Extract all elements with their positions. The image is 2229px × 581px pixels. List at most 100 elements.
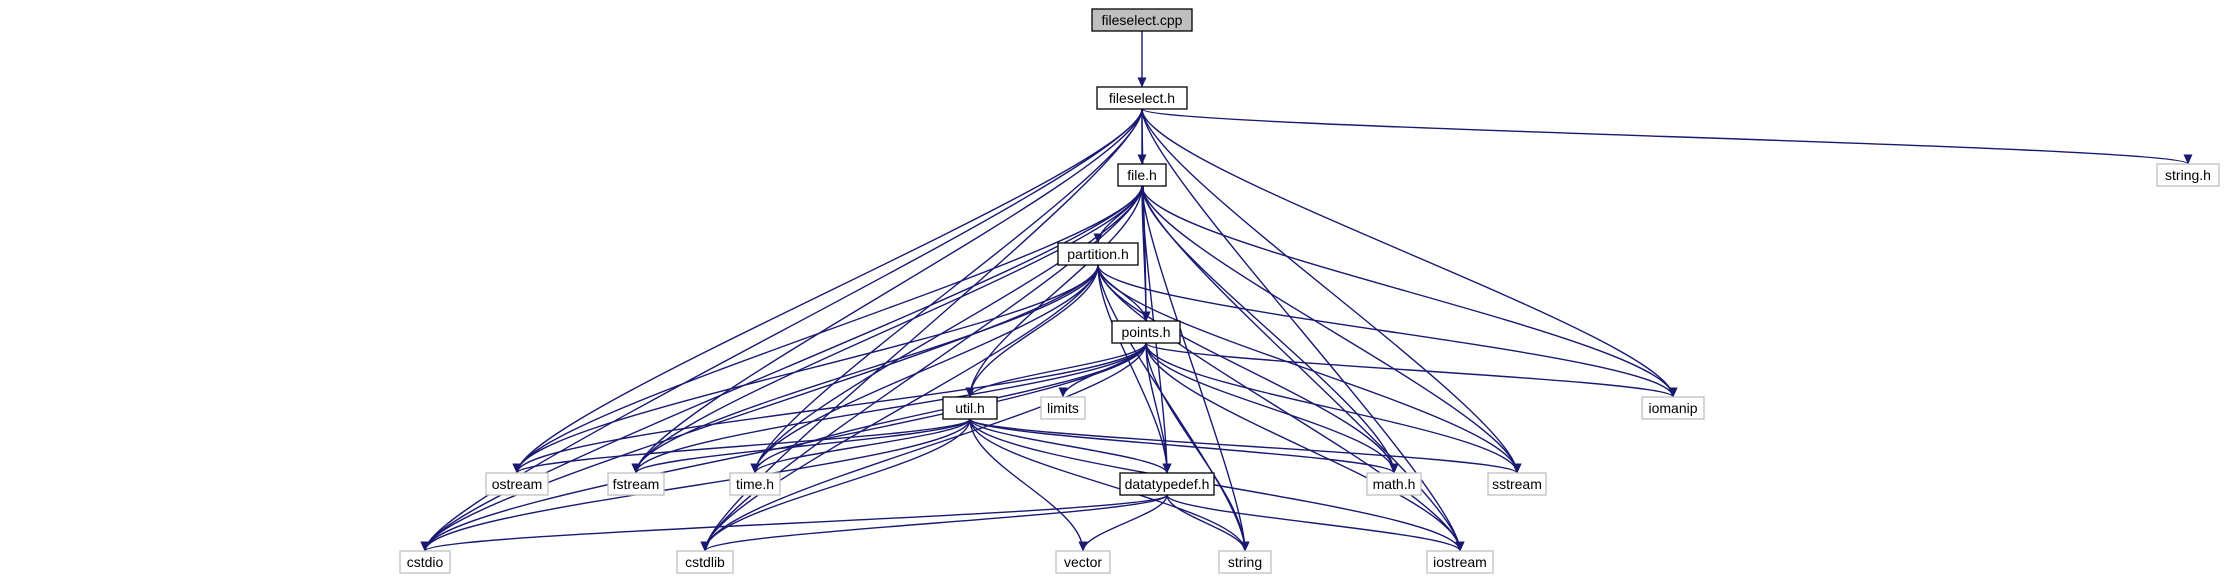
node-points-h[interactable]: points.h: [1111, 320, 1181, 344]
node-box: [2156, 163, 2220, 187]
edge-datatypedef-h-to-vector: [1078, 494, 1168, 552]
edge-file-h-to-sstream: [1141, 185, 1522, 474]
node-fileselect-cpp[interactable]: fileselect.cpp: [1091, 8, 1193, 32]
edge-file-h-to-iomanip: [1141, 185, 1678, 398]
edge-partition-h-to-math-h: [1097, 264, 1399, 474]
edge-partition-h-to-util-h: [965, 264, 1099, 398]
node-file-h[interactable]: file.h: [1117, 163, 1167, 187]
node-box: [1057, 242, 1139, 266]
node-label: util.h: [955, 400, 985, 416]
node-string-h: string.h: [2156, 163, 2220, 187]
node-datatypedef-h[interactable]: datatypedef.h: [1119, 472, 1215, 496]
edge-util-h-to-fstream: [631, 418, 971, 474]
edge-file-h-to-cstdio: [420, 185, 1143, 552]
node-label: cstdlib: [685, 554, 725, 570]
node-box: [1218, 550, 1272, 574]
edge-util-h-to-datatypedef-h: [969, 418, 1172, 474]
edge-util-h-to-time-h: [750, 418, 971, 474]
edge-util-h-to-string: [969, 418, 1250, 552]
node-box: [729, 472, 781, 496]
node-util-h[interactable]: util.h: [942, 396, 998, 420]
nodes-layer: fileselect.cpp fileselect.h file.h string.h…: [399, 8, 2220, 574]
node-label: fileselect.cpp: [1102, 12, 1183, 28]
node-fstream: fstream: [607, 472, 665, 496]
edge-datatypedef-h-to-string: [1166, 494, 1250, 552]
edge-fileselect-h-to-cstdlib: [700, 108, 1143, 552]
edge-fileselect-h-to-iostream: [1141, 108, 1465, 552]
edge-fileselect-h-to-string-h: [1141, 108, 2192, 165]
edge-file-h-to-fstream: [631, 185, 1143, 474]
edge-fileselect-h-to-fstream: [631, 108, 1143, 474]
edge-util-h-to-vector: [969, 418, 1088, 552]
edge-points-h-to-sstream: [1145, 342, 1522, 474]
edge-points-h-to-iostream: [1145, 342, 1465, 552]
node-limits: limits: [1040, 396, 1086, 420]
node-box: [1487, 472, 1547, 496]
node-label: time.h: [736, 476, 774, 492]
node-partition-h[interactable]: partition.h: [1057, 242, 1139, 266]
node-label: limits: [1047, 400, 1079, 416]
node-label: vector: [1064, 554, 1102, 570]
edge-file-h-to-ostream: [512, 185, 1143, 474]
edge-util-h-to-sstream: [969, 418, 1522, 474]
edge-datatypedef-h-to-cstdlib: [700, 494, 1168, 552]
node-box: [1096, 86, 1188, 110]
edge-fileselect-h-to-iomanip: [1141, 108, 1678, 398]
edge-points-h-to-iomanip: [1145, 342, 1678, 398]
edge-fileselect-h-to-cstdio: [420, 108, 1143, 552]
edge-datatypedef-h-to-iostream: [1166, 494, 1465, 552]
edge-partition-h-to-sstream: [1097, 264, 1522, 474]
node-box: [399, 550, 451, 574]
edge-points-h-to-util-h: [965, 342, 1147, 398]
node-box: [1641, 396, 1705, 420]
edge-util-h-to-math-h: [969, 418, 1399, 474]
edge-points-h-to-cstdio: [420, 342, 1147, 552]
node-fileselect-h[interactable]: fileselect.h: [1096, 86, 1188, 110]
edge-file-h-to-util-h: [965, 185, 1143, 398]
edge-file-h-to-cstdlib: [700, 185, 1143, 552]
edge-partition-h-to-fstream: [631, 264, 1099, 474]
node-box: [1040, 396, 1086, 420]
node-box: [1091, 8, 1193, 32]
node-label: string.h: [2165, 167, 2211, 183]
node-math-h: math.h: [1366, 472, 1422, 496]
node-label: iostream: [1433, 554, 1487, 570]
node-label: fileselect.h: [1109, 90, 1175, 106]
node-label: partition.h: [1067, 246, 1128, 262]
edge-datatypedef-h-to-cstdio: [420, 494, 1168, 552]
node-cstdlib: cstdlib: [676, 550, 734, 574]
edge-partition-h-to-time-h: [750, 264, 1099, 474]
node-box: [1366, 472, 1422, 496]
edge-points-h-to-datatypedef-h: [1145, 342, 1172, 474]
edge-util-h-to-iostream: [969, 418, 1465, 552]
node-iomanip: iomanip: [1641, 396, 1705, 420]
node-label: iomanip: [1648, 400, 1697, 416]
node-label: math.h: [1373, 476, 1416, 492]
edge-file-h-to-string: [1141, 185, 1250, 552]
edge-file-h-to-iostream: [1141, 185, 1465, 552]
edge-points-h-to-cstdlib: [700, 342, 1147, 552]
node-string: string: [1218, 550, 1272, 574]
node-label: cstdio: [407, 554, 444, 570]
edge-partition-h-to-iostream: [1097, 264, 1465, 552]
edge-partition-h-to-datatypedef-h: [1097, 264, 1172, 474]
edge-partition-h-to-iomanip: [1097, 264, 1678, 398]
node-cstdio: cstdio: [399, 550, 451, 574]
node-sstream: sstream: [1487, 472, 1547, 496]
edge-partition-h-to-ostream: [512, 264, 1099, 474]
node-box: [485, 472, 549, 496]
node-label: datatypedef.h: [1125, 476, 1210, 492]
node-iostream: iostream: [1426, 550, 1494, 574]
node-label: fstream: [613, 476, 660, 492]
edge-fileselect-h-to-sstream: [1141, 108, 1522, 474]
node-time-h: time.h: [729, 472, 781, 496]
node-box: [676, 550, 734, 574]
node-label: string: [1228, 554, 1262, 570]
edge-fileselect-h-to-time-h: [750, 108, 1143, 474]
edge-util-h-to-cstdlib: [700, 418, 971, 552]
node-ostream: ostream: [485, 472, 549, 496]
edge-points-h-to-ostream: [512, 342, 1147, 474]
node-box: [1111, 320, 1181, 344]
node-box: [1119, 472, 1215, 496]
